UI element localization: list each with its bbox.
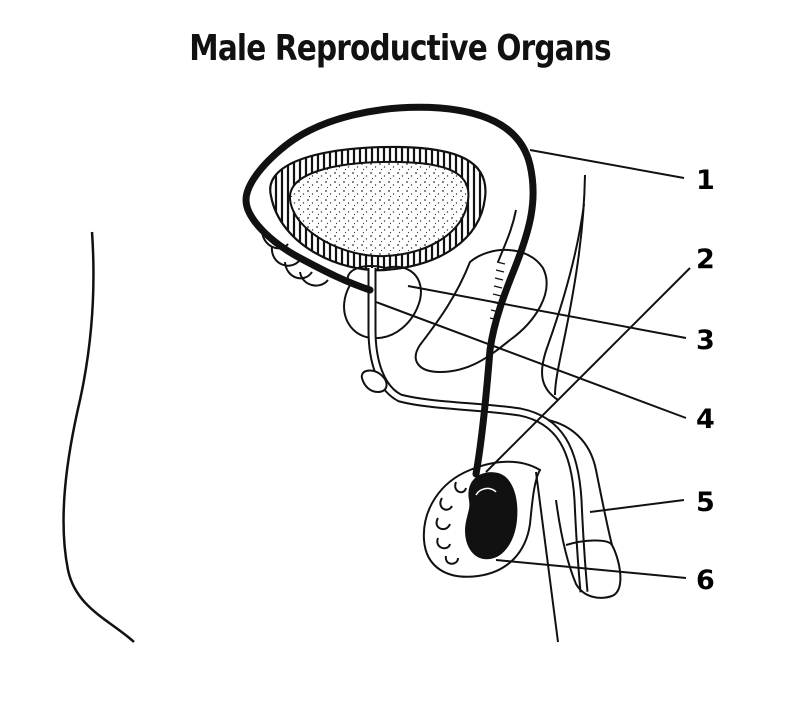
bulbourethral-gland (360, 369, 388, 394)
leader-line-2 (485, 267, 691, 473)
seminal-vesicle (343, 264, 422, 340)
callout-1: 1 (696, 165, 715, 196)
callout-6: 6 (696, 565, 715, 596)
leader-line-6 (495, 559, 687, 579)
leader-lines (375, 149, 691, 579)
vas-deferens (242, 103, 537, 478)
testis (464, 472, 518, 560)
spermatic-cord-hatch (489, 261, 506, 321)
abdominal-wall-inner (541, 203, 585, 401)
callout-2: 2 (696, 244, 715, 275)
ejaculatory-loops (261, 229, 329, 287)
penis-outline (547, 419, 622, 599)
callout-5: 5 (696, 487, 715, 518)
callout-3: 3 (696, 325, 715, 356)
bladder-outline (269, 145, 487, 272)
body-back-contour (62, 231, 135, 643)
leader-line-3 (407, 285, 687, 339)
testis-sheen (475, 487, 497, 496)
callout-4: 4 (696, 404, 715, 435)
diagram-title: Male Reproductive Organs (189, 28, 611, 69)
epididymis (435, 481, 467, 565)
leader-line-4 (375, 301, 687, 419)
vas-deferens-inner (497, 209, 517, 263)
leader-line-5 (589, 499, 685, 513)
penis-glans (565, 539, 613, 546)
bladder-interior (288, 160, 470, 258)
abdominal-wall-outer (554, 174, 586, 396)
leader-line-1 (529, 149, 685, 179)
pubic-bone (414, 249, 548, 374)
perineum-line (535, 471, 559, 643)
